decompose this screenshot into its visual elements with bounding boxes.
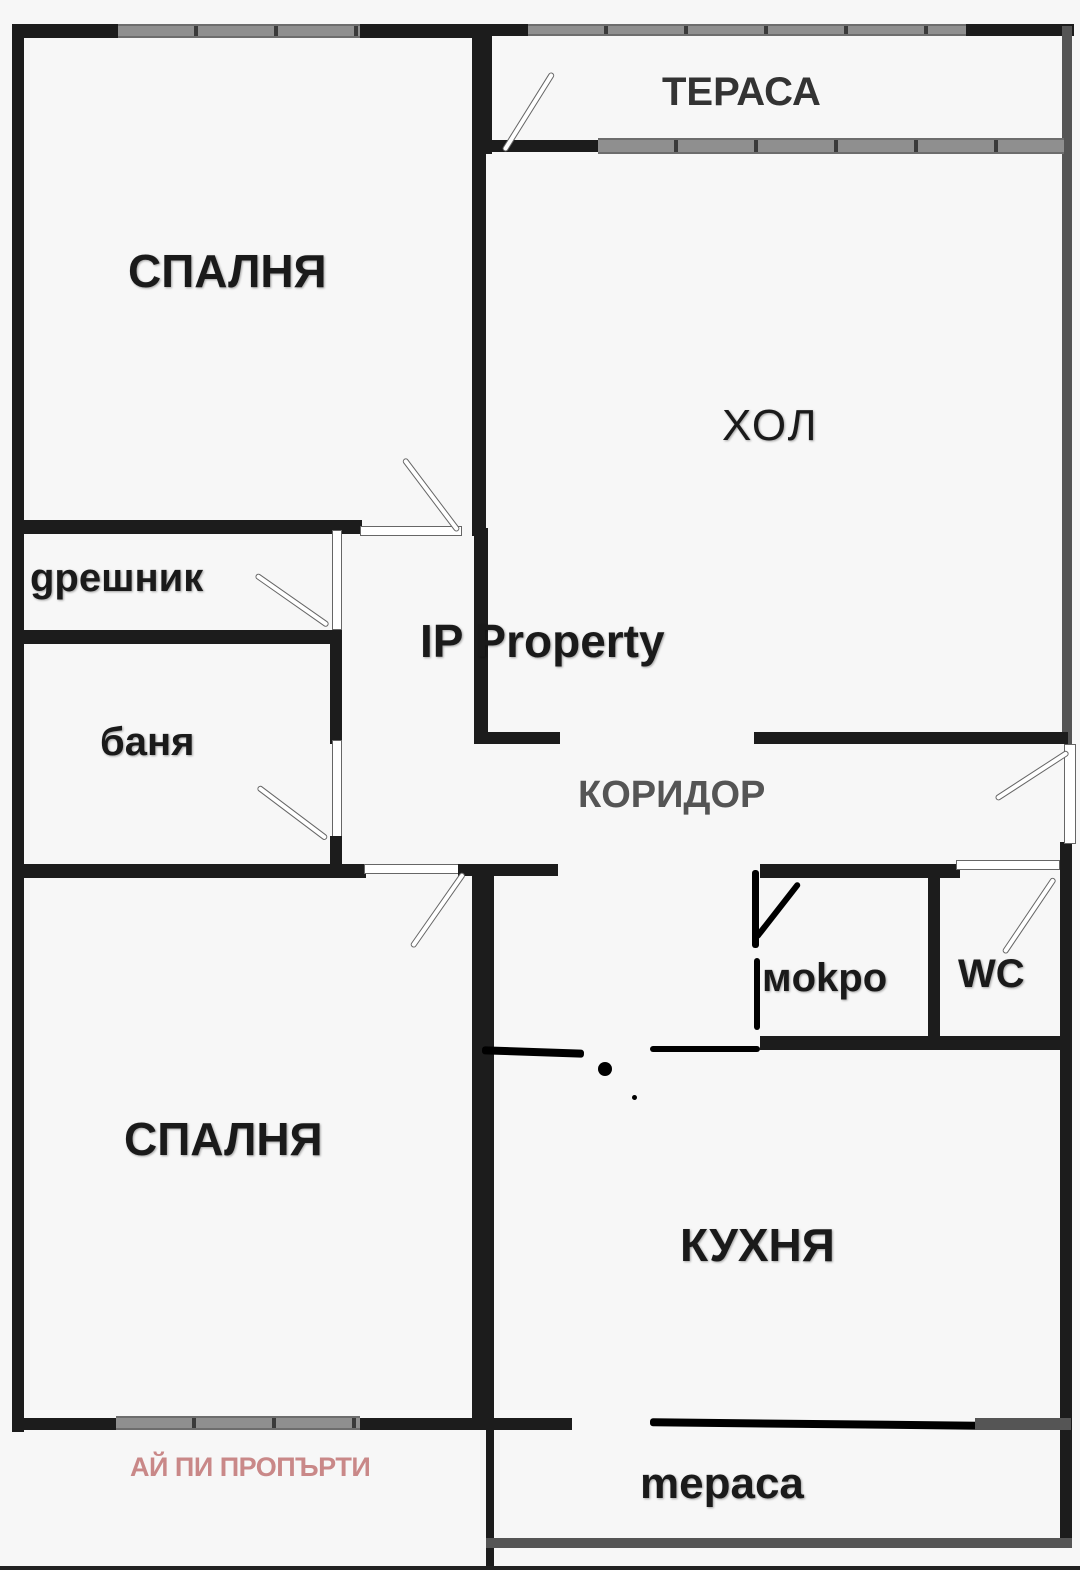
door-frame-closet xyxy=(332,530,342,630)
wall-bath-right-upper xyxy=(330,630,342,744)
door-frame-bathroom xyxy=(332,740,342,840)
room-label-kitchen: КУХНЯ xyxy=(680,1219,835,1271)
wall-living-bottom-right xyxy=(754,732,1068,744)
room-label-laundry: мokpo xyxy=(762,956,888,1000)
room-label-terrace-bottom: mepaca xyxy=(640,1459,804,1508)
wall-bedroom-top-bottom xyxy=(12,520,362,534)
wall-living-bottom-left xyxy=(474,732,560,744)
wall-laundry-wc-divider xyxy=(928,864,940,1044)
wall-living-left-lower xyxy=(474,528,488,744)
window-living-room xyxy=(598,138,1064,154)
drawn-dot xyxy=(632,1095,637,1100)
outer-wall-left xyxy=(12,26,24,1432)
wall-kitchen-bottom-right xyxy=(975,1418,1071,1430)
wall-corridor-bottom-mid xyxy=(458,864,558,876)
door-swing-wc xyxy=(1001,876,1057,955)
kitchen-bottom-drawn-line xyxy=(649,1418,981,1430)
room-label-bedroom-bottom: СПАЛНЯ xyxy=(124,1113,323,1165)
laundry-wall-drawn-vertical xyxy=(752,870,759,948)
outer-wall-right xyxy=(1062,26,1072,744)
laundry-wall-drawn-vertical-lower xyxy=(754,958,760,1030)
window-bedroom-bottom xyxy=(116,1416,360,1430)
outer-wall-right-lower xyxy=(1060,842,1072,1542)
door-swing-entrance xyxy=(994,749,1070,802)
door-frame-bedroom-top xyxy=(360,526,462,536)
room-label-living-room: ХОЛ xyxy=(722,401,819,450)
door-swing-closet xyxy=(254,572,330,628)
wall-kitchen-bottom-left xyxy=(480,1418,570,1430)
kitchen-partition-drawn-right xyxy=(650,1046,760,1052)
wall-laundry-bottom xyxy=(760,1036,1066,1050)
room-label-wc: WC xyxy=(958,952,1025,996)
room-label-corridor: КОРИДОР xyxy=(578,774,766,816)
wall-closet-bottom xyxy=(12,630,342,644)
brand-watermark: АЙ ПИ ПРОПЪРТИ xyxy=(130,1452,371,1482)
drawn-dot xyxy=(598,1062,612,1076)
door-frame-wc xyxy=(956,860,1060,870)
wall-terrace-left xyxy=(484,24,492,154)
room-label-bathroom: баня xyxy=(100,720,195,764)
wall-laundry-top xyxy=(760,864,960,878)
terrace-wall-left xyxy=(486,140,602,152)
wall-bath-bottom xyxy=(12,864,366,878)
center-watermark: IP Property xyxy=(420,615,665,667)
wall-kitchen-left xyxy=(486,874,494,1570)
wall-bath-right-lower xyxy=(330,836,342,866)
wall-bedroom-living xyxy=(472,24,486,536)
door-frame-entrance xyxy=(1064,744,1076,844)
wall-terrace-bottom xyxy=(486,1538,1072,1548)
room-label-bedroom-top: СПАЛНЯ xyxy=(128,245,327,297)
door-swing-bathroom xyxy=(256,784,329,842)
window-bedroom-top xyxy=(118,24,360,38)
room-label-closet: gрешник xyxy=(30,556,204,600)
window-terrace-top xyxy=(528,24,966,36)
door-swing-bedroom-bottom xyxy=(409,871,467,949)
image-bottom-edge xyxy=(0,1566,1080,1570)
room-label-terrace-top: ТЕРАСА xyxy=(662,70,821,114)
door-frame-bedroom-bottom xyxy=(364,864,462,874)
door-swing-bedroom-top xyxy=(401,457,461,533)
kitchen-partition-drawn-left xyxy=(481,1046,585,1058)
laundry-door-drawn-diagonal xyxy=(753,880,802,940)
